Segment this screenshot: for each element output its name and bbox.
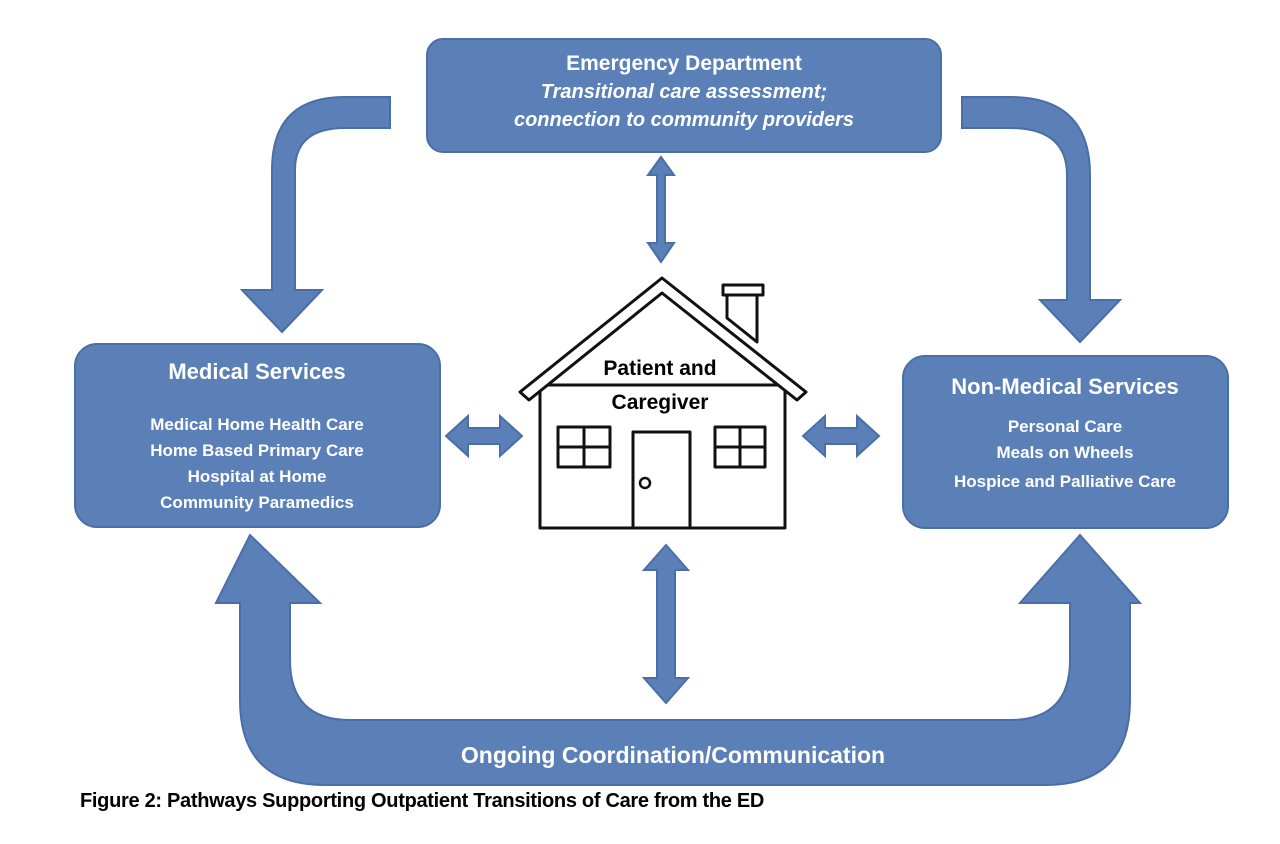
medical-item: Community Paramedics (160, 493, 354, 512)
nonmedical-title: Non-Medical Services (951, 374, 1178, 399)
ed-title: Emergency Department (566, 52, 802, 75)
medical-item: Home Based Primary Care (150, 441, 364, 460)
emergency-department-box (426, 38, 942, 153)
medical-services-box (74, 343, 441, 528)
ed-subtitle-1: Transitional care assessment; (541, 81, 827, 103)
house-nonmedical-double-arrow (801, 413, 881, 459)
medical-item: Hospital at Home (188, 467, 327, 486)
ed-subtitle-2: connection to community providers (514, 109, 854, 131)
house-label-line2: Caregiver (612, 391, 709, 414)
nonmedical-item: Personal Care (1008, 417, 1122, 436)
house-icon (518, 276, 808, 530)
house-label-line1: Patient and (603, 357, 716, 380)
medical-title: Medical Services (168, 359, 345, 384)
nonmedical-item: Hospice and Palliative Care (954, 472, 1176, 491)
ed-to-medical-arrow (239, 96, 391, 334)
ed-house-double-arrow (646, 155, 676, 264)
nonmedical-item: Meals on Wheels (997, 443, 1134, 462)
nonmedical-services-box (902, 355, 1229, 529)
medical-house-double-arrow (444, 413, 524, 459)
figure-caption: Figure 2: Pathways Supporting Outpatient… (80, 790, 765, 812)
coordination-label: Ongoing Coordination/Communication (461, 742, 885, 768)
ed-to-nonmedical-arrow (961, 96, 1123, 344)
medical-item: Medical Home Health Care (150, 415, 364, 434)
coordination-u-arrow (214, 533, 1143, 786)
house-coordination-double-arrow (641, 543, 691, 705)
